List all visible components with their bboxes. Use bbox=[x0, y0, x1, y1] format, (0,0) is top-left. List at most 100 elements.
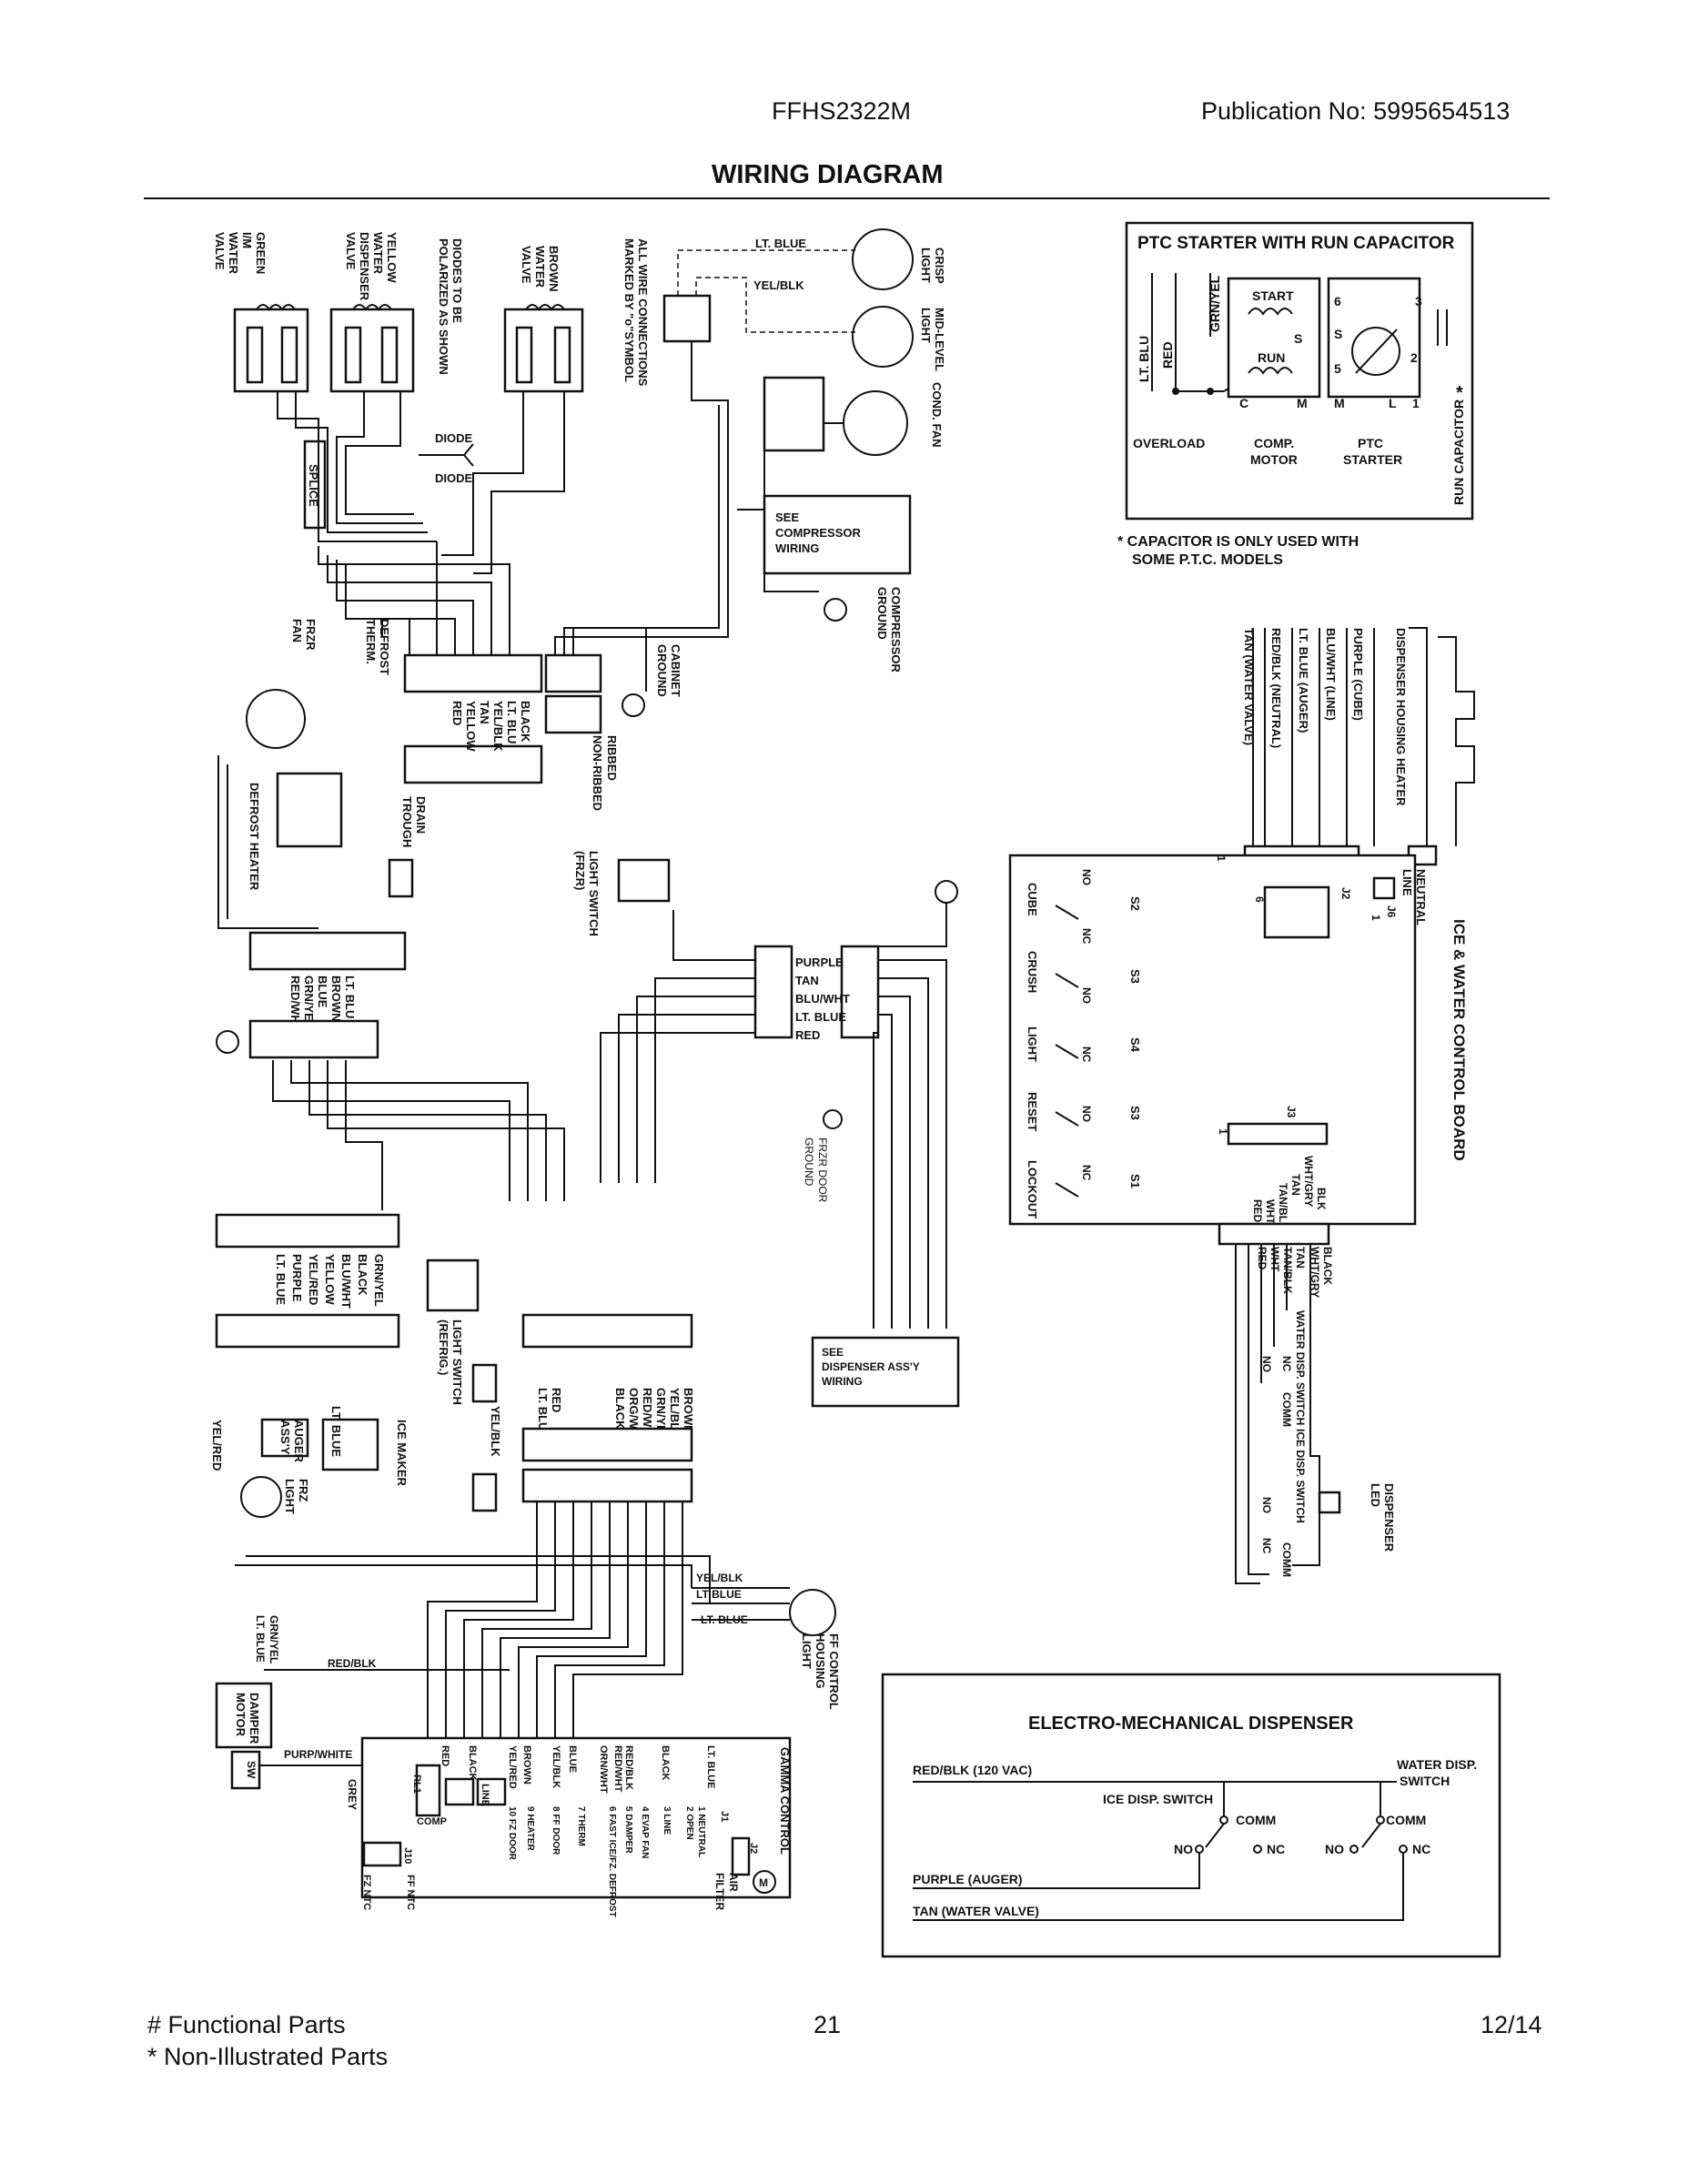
ptc-m-1: M bbox=[1297, 396, 1308, 410]
gc-pin-2: 3 LINE bbox=[662, 1806, 672, 1835]
ff-control-light-3: LIGHT bbox=[800, 1633, 814, 1669]
non-ribbed-label: NON-RIBBED bbox=[591, 735, 604, 811]
ice-maker-label: ICE MAKER bbox=[395, 1420, 409, 1487]
cb-water-disp-switch: WATER DISP. SWITCH bbox=[1294, 1310, 1307, 1425]
cb-j3-wire-2: TAN bbox=[1289, 1174, 1302, 1196]
harness-4-wire-7: LT. BLUE bbox=[536, 1388, 550, 1439]
mid-level-light-1: MID-LEVEL bbox=[933, 308, 946, 371]
wire-list-2: BLU/WHT bbox=[795, 992, 850, 1006]
bl-grn-yel: GRN/YEL bbox=[268, 1615, 280, 1663]
cb-ice-disp-switch: ICE DISP. SWITCH bbox=[1294, 1429, 1307, 1523]
defrost-therm-1: DEFROST bbox=[378, 619, 391, 675]
cb-line: LINE bbox=[1400, 869, 1414, 896]
lights-and-fan: LT. BLUE YEL/BLK CRISP LIGHT MID-LEVEL L… bbox=[662, 228, 946, 456]
ptc-note-1: * CAPACITOR IS ONLY USED WITH bbox=[1117, 534, 1359, 550]
gc-pin-7: 8 FF DOOR bbox=[551, 1806, 561, 1855]
ptc-grn-yel: GRN/YEL bbox=[1208, 275, 1222, 332]
cb-comm-2: COMM bbox=[1280, 1542, 1293, 1577]
footer-non-illustrated: * Non-Illustrated Parts bbox=[147, 2043, 389, 2070]
dispenser-purple: PURPLE (AUGER) bbox=[913, 1872, 1023, 1886]
dispenser-housing-heater-label: DISPENSER HOUSING HEATER bbox=[1394, 628, 1408, 806]
lt-blue-side-label: LT. BLUE bbox=[329, 1406, 343, 1457]
cb-no-a: NO bbox=[1260, 1356, 1273, 1372]
bl-red-blk: RED/BLK bbox=[328, 1657, 377, 1670]
harness-3-wire-3: YELLOW bbox=[323, 1254, 337, 1305]
gc-wire-4: ORN/WHT bbox=[598, 1745, 609, 1794]
bl-fz-ntc: FZ NTC bbox=[361, 1875, 372, 1910]
bl-grey: GREY bbox=[346, 1779, 359, 1810]
bl-ff-ntc: FF NTC bbox=[405, 1875, 416, 1910]
wire-list-0: PURPLE bbox=[795, 956, 844, 969]
harness-1-wire-5: RED bbox=[450, 701, 464, 725]
cb-j3-wire-4: WHT bbox=[1264, 1199, 1277, 1225]
bl-purp-white: PURP/WHITE bbox=[284, 1748, 352, 1761]
ptc-starter-2: STARTER bbox=[1343, 452, 1402, 467]
wire-list-connectors: PURPLE TAN BLU/WHT LT. BLUE RED FRZR DOO… bbox=[600, 880, 958, 1329]
gamma-control-label: GAMMA CONTROL bbox=[778, 1747, 792, 1855]
cb-wire-3: RED/BLK (NEUTRAL) bbox=[1269, 628, 1283, 748]
ptc-c-label: C bbox=[1239, 396, 1248, 410]
cb-j3: J3 bbox=[1285, 1106, 1298, 1118]
drain-trough-1: DRAIN bbox=[414, 796, 428, 834]
dispenser-water-switch-1: WATER DISP. bbox=[1397, 1757, 1477, 1772]
cabinet-ground-1: CABINET bbox=[669, 644, 682, 697]
wire-list-3: LT. BLUE bbox=[795, 1010, 846, 1024]
ptc-t3: 3 bbox=[1415, 294, 1422, 308]
harness-2-wire-2: BLUE bbox=[316, 976, 329, 1008]
harness-4-wire-2: GRN/YEL bbox=[654, 1388, 668, 1441]
gc-wire-2: RED/BLK bbox=[623, 1745, 634, 1790]
cb-j2: J2 bbox=[1339, 887, 1352, 900]
diode-label-1: DIODE bbox=[435, 431, 473, 445]
cabinet-ground-icon bbox=[622, 693, 645, 717]
cb-wire-2: LT. BLUE (AUGER) bbox=[1297, 628, 1310, 733]
see-compressor-1: SEE bbox=[775, 511, 799, 524]
harness-3-wire-0: GRN/YEL bbox=[372, 1254, 386, 1307]
ptc-m-2: M bbox=[1334, 396, 1345, 410]
light-switch-refrig-2: (REFRIG.) bbox=[437, 1320, 450, 1375]
harness-1-wire-3: TAN bbox=[478, 701, 491, 724]
bl-yel-blk: YEL/BLK bbox=[696, 1572, 743, 1584]
connections-note-2: MARKED BY "o"SYMBOL bbox=[622, 238, 636, 382]
publication-number: Publication No: 5995654513 bbox=[1201, 97, 1511, 125]
gc-pin-4: 5 DAMPER bbox=[623, 1806, 633, 1854]
ptc-title: PTC STARTER WITH RUN CAPACITOR bbox=[1137, 234, 1455, 253]
harness-4-wire-1: YEL/BLK bbox=[668, 1388, 682, 1439]
cb-func-4: LOCKOUT bbox=[1026, 1160, 1039, 1218]
frz-light-icon bbox=[240, 1476, 282, 1518]
harness-2-wire-4: RED/WHT bbox=[288, 976, 302, 1031]
cb-sw-nc-2: NC bbox=[1080, 1046, 1093, 1063]
crisp-light-icon bbox=[852, 228, 914, 290]
ptc-s-1: S bbox=[1294, 331, 1302, 346]
gc-pin-8: 9 HEATER bbox=[525, 1806, 535, 1851]
harness-2: LT. BLU BROWN BLUE GRN/YEL RED/WHT bbox=[216, 931, 565, 1210]
green-valve-label-2: I/M bbox=[240, 232, 254, 248]
cb-comm-1: COMM bbox=[1280, 1392, 1293, 1427]
harness-4-wire-6: RED bbox=[550, 1388, 563, 1412]
cb-one-c: 1 bbox=[1217, 1128, 1229, 1135]
harness-3-wire-2: BLU/WHT bbox=[339, 1254, 353, 1309]
gc-pin-1: 2 OPEN bbox=[684, 1806, 694, 1840]
air-filter-motor-icon bbox=[753, 1870, 776, 1894]
splice-label: SPLICE bbox=[307, 464, 320, 507]
ptc-note-2: SOME P.T.C. MODELS bbox=[1132, 552, 1283, 568]
diodes-splice: DIODE DIODE SPLICE SEE COMPRESSOR WIRING… bbox=[303, 431, 912, 717]
ptc-comp-motor-2: MOTOR bbox=[1250, 452, 1298, 467]
main-wire-bundle bbox=[277, 341, 819, 692]
frzr-fan-1: FRZR bbox=[304, 619, 318, 651]
cb-neutral: NEUTRAL bbox=[1414, 869, 1428, 925]
cb-one-b: 1 bbox=[1370, 915, 1382, 921]
cb-lower-wire-4: WHT bbox=[1269, 1247, 1281, 1272]
harness-4: BROWN YEL/BLK GRN/YEL RED/WHT ORG/WHT BL… bbox=[427, 1388, 695, 1693]
air-filter-2: FILTER bbox=[713, 1873, 726, 1910]
cb-switch-1: S3 bbox=[1128, 969, 1142, 984]
light-switch-frzr-1: LIGHT SWITCH bbox=[587, 851, 601, 936]
gc-wire-6: YEL/BLK bbox=[551, 1745, 561, 1788]
auger-assy-2: ASS'Y bbox=[278, 1420, 292, 1455]
ice-water-control-board: DISPENSER HOUSING HEATER PURPLE (CUBE) B… bbox=[1008, 627, 1475, 1584]
dispenser-led-icon bbox=[1318, 1491, 1341, 1514]
model-number: FFHS2322M bbox=[772, 97, 912, 125]
gc-wire-9: BLACK bbox=[467, 1745, 478, 1781]
bl-j1: J1 bbox=[719, 1811, 730, 1822]
air-filter-1: AIR bbox=[727, 1873, 740, 1892]
